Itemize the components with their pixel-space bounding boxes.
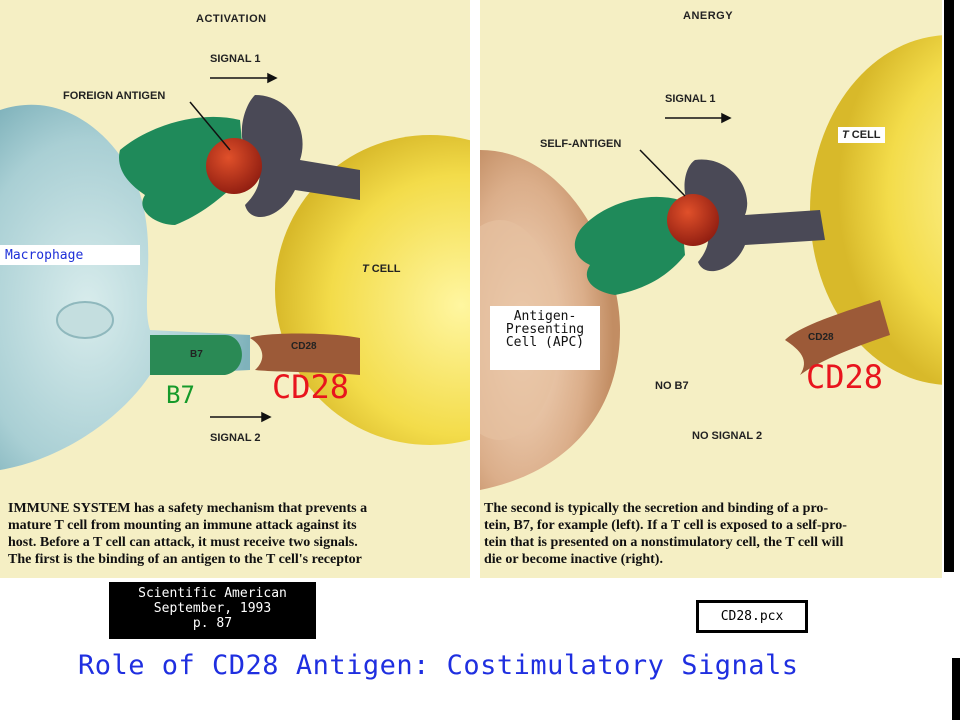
b7-small-label: B7: [190, 349, 203, 360]
citation-box: Scientific American September, 1993 p. 8…: [109, 582, 316, 639]
self-antigen-label: SELF-ANTIGEN: [540, 138, 622, 150]
apc-tag-line: Antigen-: [513, 309, 577, 324]
macrophage-body: [0, 104, 250, 471]
citation-line: September, 1993: [153, 601, 272, 616]
right-edge-bar-bottom: [952, 658, 960, 720]
activation-header: ACTIVATION: [196, 13, 267, 25]
signal2-label: SIGNAL 2: [210, 432, 261, 444]
signal1-arrow: [665, 112, 732, 124]
cd28-molecule: [785, 300, 890, 375]
right-edge-bar: [944, 0, 954, 572]
cd28-molecule: [250, 333, 360, 375]
t-cell-label-rest: CELL: [368, 263, 401, 275]
anergy-header: ANERGY: [683, 10, 734, 22]
self-antigen-ball: [667, 194, 719, 246]
no-signal2-label: NO SIGNAL 2: [692, 430, 763, 442]
apc-tag-line: Cell (APC): [505, 335, 585, 350]
page-title: Role of CD28 Antigen: Costimulatory Sign…: [78, 650, 799, 681]
caption-line: The second is typically the secretion an…: [484, 501, 829, 516]
t-cell-receptor: [241, 95, 360, 217]
foreign-antigen-ball: [206, 138, 262, 194]
apc-tag-line: Presenting: [505, 322, 585, 337]
signal1-label: SIGNAL 1: [665, 93, 716, 105]
cd28-small-label: CD28: [291, 341, 317, 352]
b7-molecule: [150, 335, 242, 375]
no-b7-label: NO B7: [655, 380, 689, 392]
t-cell-label: T CELL: [362, 263, 401, 275]
caption-line: die or become inactive (right).: [484, 552, 663, 567]
anergy-caption: The second is typically the secretion an…: [484, 500, 847, 568]
activation-caption: IMMUNE SYSTEM has a safety mechanism tha…: [8, 500, 367, 568]
cd28-big-label: CD28: [806, 358, 884, 396]
caption-line: tein, B7, for example (left). If a T cel…: [484, 518, 847, 533]
filename-box: CD28.pcx: [696, 600, 808, 633]
caption-line: IMMUNE SYSTEM has a safety mechanism tha…: [8, 501, 368, 516]
caption-line: tein that is presented on a nonstimulato…: [484, 535, 844, 550]
macrophage-organelle: [56, 301, 114, 339]
citation-line: Scientific American: [138, 586, 287, 601]
t-cell-label-t: T: [842, 129, 849, 141]
anergy-illustration: [480, 35, 942, 490]
b7-big-label: B7: [166, 381, 195, 409]
cd28-big-label: CD28: [272, 368, 350, 406]
t-cell-label: T CELL: [838, 127, 885, 143]
caption-line: The first is the binding of an antigen t…: [8, 552, 362, 567]
signal1-arrow: [210, 72, 278, 84]
t-cell-label-t: T: [362, 263, 369, 275]
caption-line: mature T cell from mounting an immune at…: [8, 518, 357, 533]
caption-line: host. Before a T cell can attack, it mus…: [8, 535, 358, 550]
citation-line: p. 87: [192, 616, 233, 631]
macrophage-tag: Macrophage: [0, 245, 140, 265]
foreign-antigen-label: FOREIGN ANTIGEN: [63, 90, 166, 102]
t-cell-label-rest: CELL: [848, 129, 881, 141]
apc-tag: Antigen- Presenting Cell (APC): [490, 306, 600, 370]
signal1-label: SIGNAL 1: [210, 53, 261, 65]
t-cell-body: [810, 35, 942, 385]
anergy-panel: ANERGY SIGNAL 1 SELF-ANTIGEN T CELL CD28…: [480, 0, 942, 578]
t-cell-receptor: [684, 159, 825, 272]
activation-illustration: [0, 72, 470, 471]
mhc-molecule: [574, 196, 685, 295]
activation-panel: ACTIVATION SIGNAL 1 FOREIGN ANTIGEN T CE…: [0, 0, 470, 578]
signal2-arrow: [210, 411, 272, 423]
mhc-molecule: [119, 116, 245, 225]
cd28-small-label: CD28: [808, 332, 834, 343]
